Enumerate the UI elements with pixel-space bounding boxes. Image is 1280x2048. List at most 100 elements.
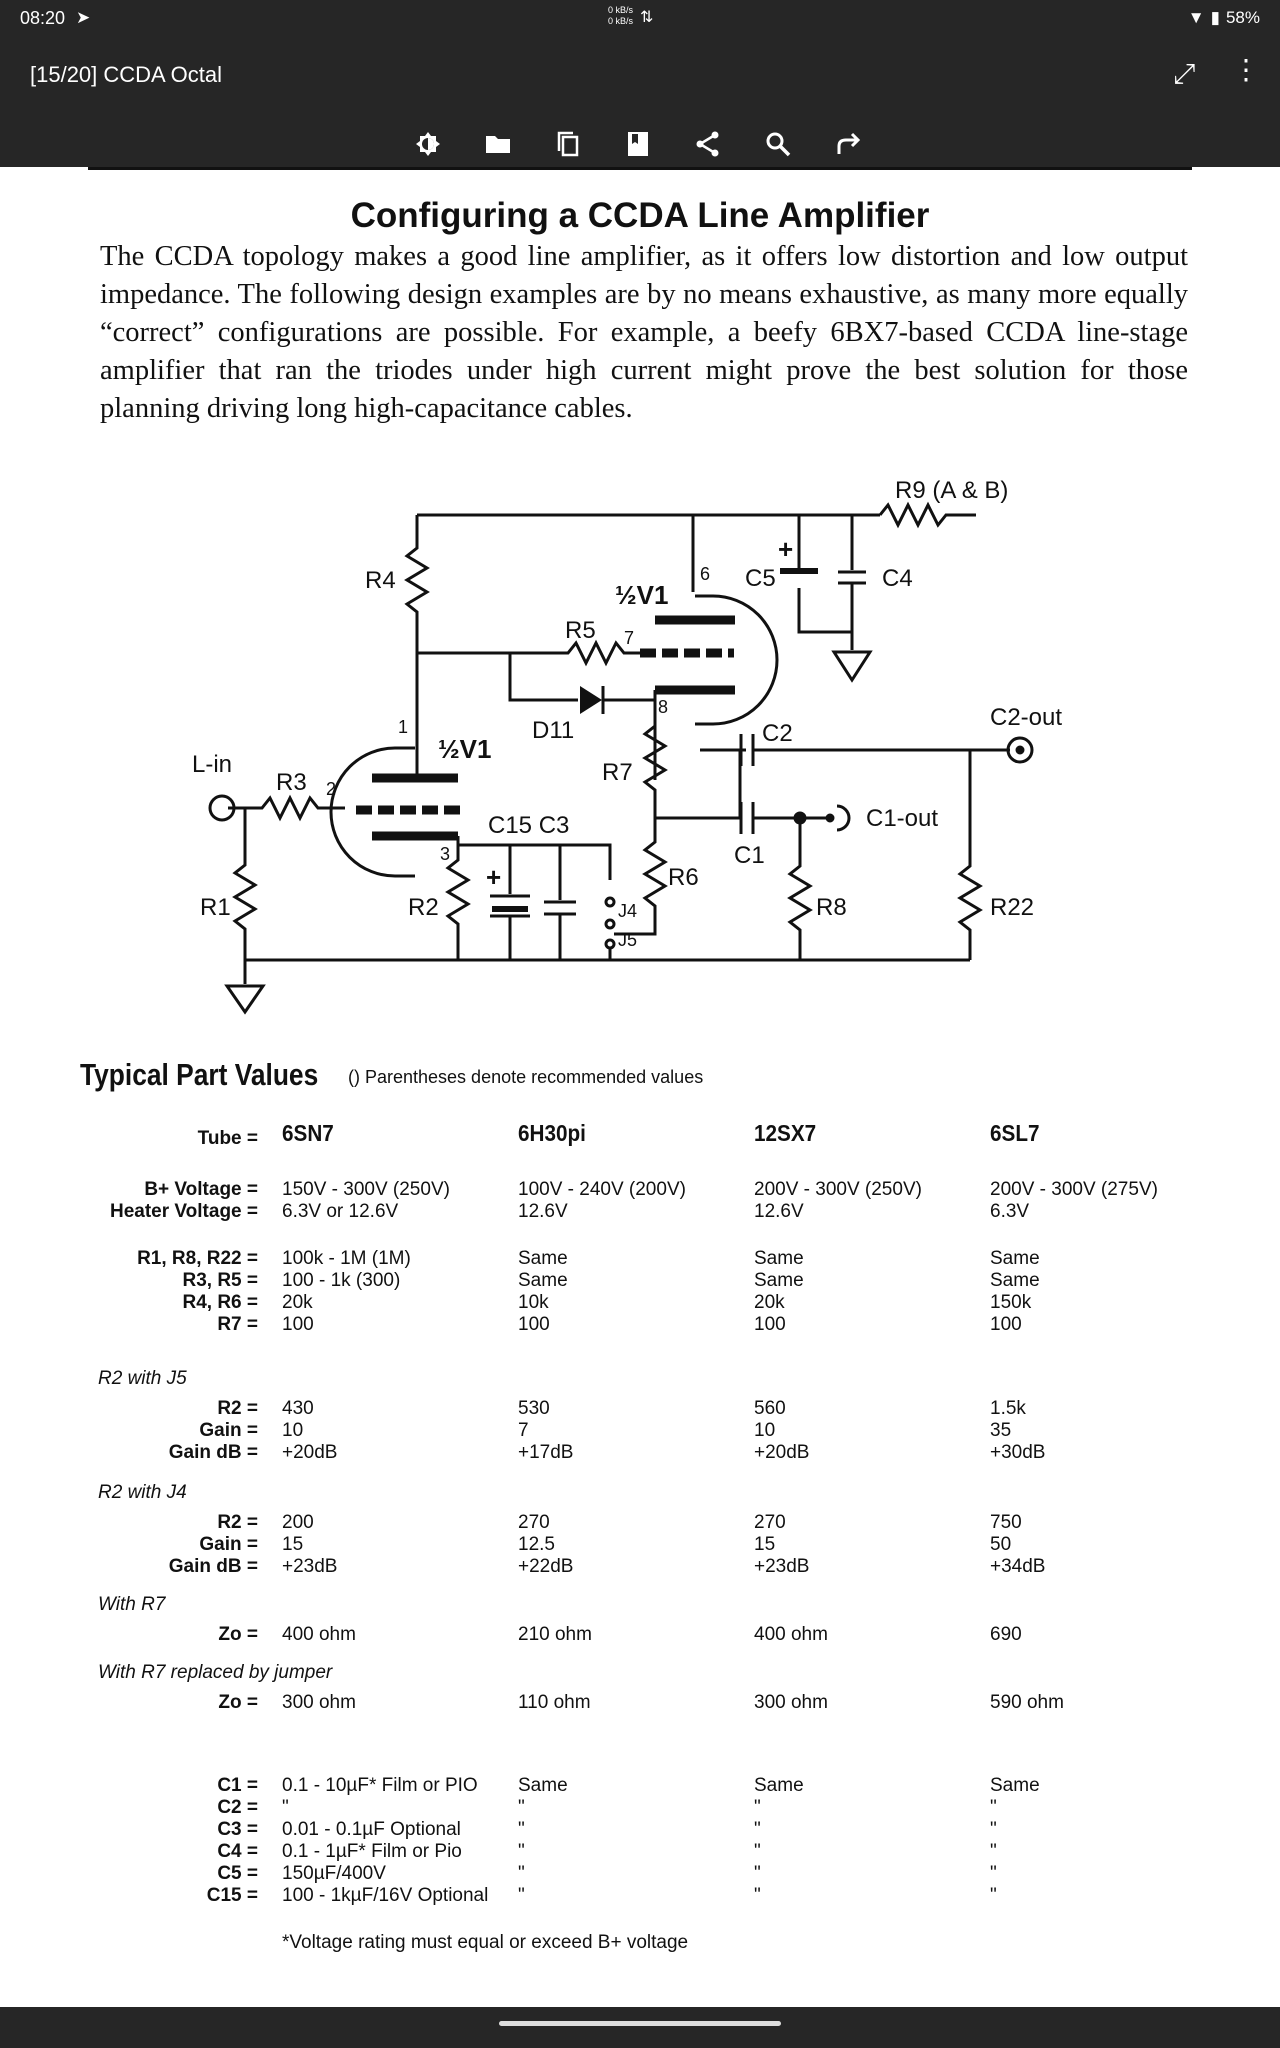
label-r2: R2: [408, 894, 439, 921]
folder-icon[interactable]: [480, 126, 516, 162]
parts-value-cell: 50: [990, 1534, 1012, 1555]
label-r8: R8: [816, 894, 847, 921]
parts-value-cell: +17dB: [518, 1442, 574, 1463]
page-title: Configuring a CCDA Line Amplifier: [350, 196, 930, 235]
bookmark-icon[interactable]: [620, 126, 656, 162]
parts-row-label: B+ Voltage =: [144, 1179, 258, 1200]
parts-value-cell: ": [518, 1863, 525, 1884]
network-speed: 0 kB/s 0 kB/s: [608, 5, 633, 27]
parts-value-cell: 430: [282, 1398, 314, 1419]
battery-icon: ▮: [1210, 8, 1220, 27]
parts-row-label: R4, R6 =: [182, 1292, 258, 1313]
label-pin7: 7: [624, 628, 634, 648]
copy-icon[interactable]: [550, 126, 586, 162]
ccda-schematic: R9 (A & B) R4 ½V1 6 C5 + C4 R5 7 8 D11 C…: [192, 477, 1062, 1015]
label-plus-c15: +: [486, 862, 501, 892]
battery-level: 58%: [1225, 8, 1260, 27]
parts-value-cell: +23dB: [282, 1556, 338, 1577]
parts-value-cell: 400 ohm: [282, 1624, 356, 1645]
parts-value-cell: Same: [990, 1775, 1040, 1796]
parts-value-cell: 300 ohm: [754, 1692, 828, 1713]
tube-col-2: 6H30pi: [518, 1120, 586, 1146]
label-half-v1-bottom: ½V1: [438, 734, 492, 764]
parts-row-label: Gain dB =: [168, 1556, 258, 1577]
parts-value-cell: 15: [754, 1534, 776, 1555]
parts-value-cell: +23dB: [754, 1556, 810, 1577]
parts-row-label: R7 =: [217, 1314, 258, 1335]
parts-value-cell: 0.01 - 0.1µF Optional: [282, 1819, 461, 1840]
page-top-rule: [88, 167, 1192, 170]
parts-value-cell: 100: [518, 1314, 550, 1335]
label-c1: C1: [734, 842, 765, 869]
parts-value-cell: 0.1 - 10µF* Film or PIO: [282, 1775, 478, 1796]
label-pin3: 3: [440, 844, 450, 864]
parts-value-cell: 100V - 240V (200V): [518, 1179, 686, 1200]
label-j4: J4: [618, 901, 637, 921]
tube-label: Tube =: [197, 1128, 258, 1149]
parts-row-label: C15 =: [206, 1885, 258, 1906]
parts-row-label: C5 =: [217, 1863, 258, 1884]
net-up: 0 kB/s: [608, 5, 634, 15]
parts-section-label: With R7 replaced by jumper: [98, 1662, 333, 1683]
parts-value-cell: 100 - 1kµF/16V Optional: [282, 1885, 489, 1906]
label-r9: R9 (A & B): [895, 477, 1008, 504]
parts-section-label: With R7: [98, 1594, 166, 1615]
brightness-icon[interactable]: [410, 126, 446, 162]
parts-value-cell: 560: [754, 1398, 786, 1419]
parts-value-cell: Same: [754, 1248, 804, 1269]
label-j5: J5: [618, 930, 637, 950]
parts-value-cell: 300 ohm: [282, 1692, 356, 1713]
parts-value-cell: ": [754, 1797, 761, 1818]
parts-value-cell: 12.6V: [518, 1201, 568, 1222]
parts-value-cell: 20k: [754, 1292, 785, 1313]
parts-value-cell: 200: [282, 1512, 314, 1533]
share-icon[interactable]: [690, 126, 726, 162]
parts-value-cell: ": [518, 1885, 525, 1906]
parts-value-cell: ": [754, 1863, 761, 1884]
parts-row-label: Zo =: [218, 1624, 258, 1645]
parts-value-cell: 110 ohm: [518, 1692, 591, 1713]
parts-value-cell: 12.6V: [754, 1201, 804, 1222]
parts-row-label: Gain =: [199, 1534, 258, 1555]
parts-value-cell: ": [282, 1797, 289, 1818]
parts-value-cell: 10: [754, 1420, 776, 1441]
parts-value-cell: ": [754, 1841, 761, 1862]
overflow-menu-icon[interactable]: ⋮: [1232, 54, 1260, 85]
parts-value-cell: 400 ohm: [754, 1624, 828, 1645]
parts-value-cell: 270: [518, 1512, 550, 1533]
label-r6: R6: [668, 864, 699, 891]
parts-value-cell: +30dB: [990, 1442, 1046, 1463]
parts-row-label: R2 =: [217, 1512, 258, 1533]
parts-value-cell: 200V - 300V (250V): [754, 1179, 922, 1200]
toolbar: [0, 126, 1280, 167]
parts-value-cell: Same: [518, 1248, 568, 1269]
label-l-in: L-in: [192, 751, 232, 778]
parts-value-cell: ": [990, 1885, 997, 1906]
parts-footnote: *Voltage rating must equal or exceed B+ …: [282, 1932, 689, 1953]
parts-value-cell: 10: [282, 1420, 304, 1441]
parts-value-cell: Same: [990, 1248, 1040, 1269]
parts-value-cell: Same: [518, 1270, 568, 1291]
parts-row-label: R2 =: [217, 1398, 258, 1419]
parts-value-cell: 590 ohm: [990, 1692, 1064, 1713]
label-pin2: 2: [326, 779, 336, 799]
fullscreen-icon[interactable]: ⤢: [1173, 58, 1196, 89]
status-time: 08:20: [20, 8, 66, 28]
search-icon[interactable]: [760, 126, 796, 162]
parts-value-cell: 750: [990, 1512, 1022, 1533]
parts-value-cell: 210 ohm: [518, 1624, 592, 1645]
tube-col-3: 12SX7: [754, 1120, 817, 1146]
parts-value-cell: 15: [282, 1534, 304, 1555]
redo-icon[interactable]: [830, 126, 866, 162]
label-r1: R1: [200, 894, 231, 921]
parts-value-cell: 1.5k: [990, 1398, 1026, 1419]
parts-section-label: R2 with J4: [98, 1482, 187, 1503]
parts-value-cell: 530: [518, 1398, 550, 1419]
parts-value-cell: 270: [754, 1512, 786, 1533]
parts-row-label: R1, R8, R22 =: [137, 1248, 258, 1269]
parts-value-cell: +20dB: [282, 1442, 338, 1463]
home-gesture-handle[interactable]: [499, 2021, 781, 2026]
parts-value-cell: 6.3V or 12.6V: [282, 1201, 399, 1222]
parts-row-label: Gain dB =: [168, 1442, 258, 1463]
parts-value-cell: 20k: [282, 1292, 313, 1313]
